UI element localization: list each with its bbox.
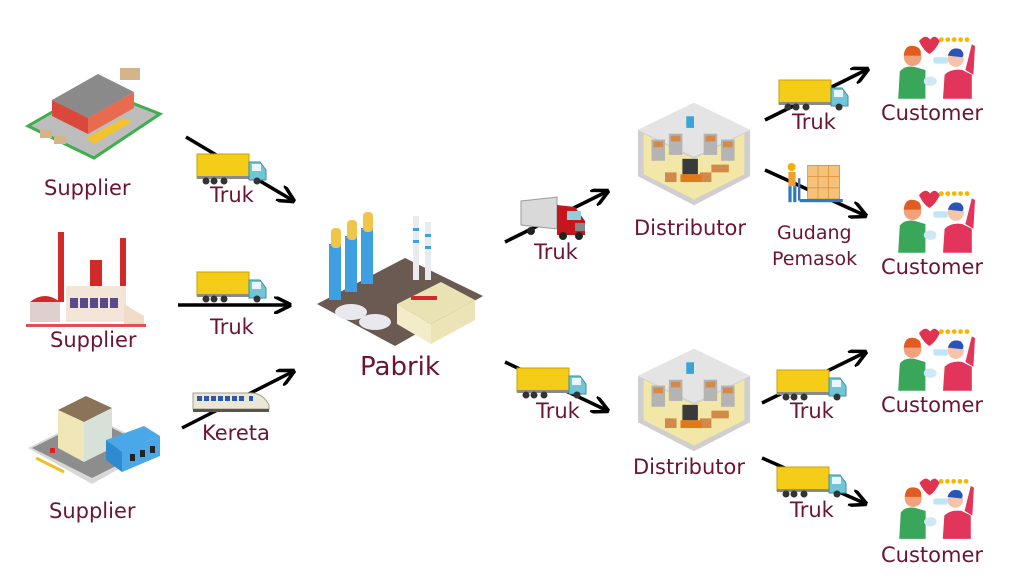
customer-3-label: Customer: [881, 393, 984, 417]
supplier-1-label: Supplier: [44, 176, 131, 200]
edge-supplier1-label: Truk: [210, 183, 254, 207]
edge-factory-distributor2-label: Truk: [536, 399, 580, 423]
pallet-worker-icon: [782, 160, 846, 206]
yellow-truck-icon: [778, 78, 850, 112]
distributor-1-label: Distributor: [634, 216, 747, 240]
edge-distributor1-customer1-label: Truk: [792, 110, 836, 134]
happy-customers-icon: [886, 30, 984, 102]
edge-distributor2-customer4-label: Truk: [790, 498, 834, 522]
factory-icon: [24, 230, 148, 328]
yellow-truck-icon: [776, 368, 848, 402]
edge-distributor1-customer2-label-line1: Gudang: [777, 222, 852, 244]
happy-customers-icon: [886, 472, 984, 542]
edge-distributor2-customer3-label: Truk: [790, 399, 834, 423]
storage-room-icon: [636, 100, 752, 208]
yellow-truck-icon: [196, 270, 268, 304]
factory-label: Pabrik: [360, 352, 440, 382]
edge-distributor1-customer2-label-line2: Pemasok: [772, 248, 858, 270]
supplier-3-label: Supplier: [49, 499, 136, 523]
edge-supplier2-label: Truk: [210, 315, 254, 339]
customer-4-label: Customer: [881, 543, 984, 567]
edge-factory-distributor1-label: Truk: [534, 240, 578, 264]
industrial-plant-icon: [315, 208, 485, 348]
train-icon: [191, 387, 271, 413]
yellow-truck-icon: [196, 152, 268, 186]
yellow-truck-icon: [516, 366, 588, 400]
building-icon: [24, 386, 160, 486]
storage-room-icon: [636, 346, 752, 454]
red-semi-truck-icon: [519, 195, 589, 241]
happy-customers-icon: [886, 322, 984, 394]
distributor-2-label: Distributor: [633, 455, 746, 479]
happy-customers-icon: [886, 184, 984, 256]
customer-1-label: Customer: [881, 101, 984, 125]
supplier-2-label: Supplier: [50, 328, 137, 352]
warehouse-icon: [24, 64, 164, 160]
edge-supplier3-label: Kereta: [202, 421, 270, 445]
customer-2-label: Customer: [881, 255, 984, 279]
yellow-truck-icon: [776, 465, 848, 499]
